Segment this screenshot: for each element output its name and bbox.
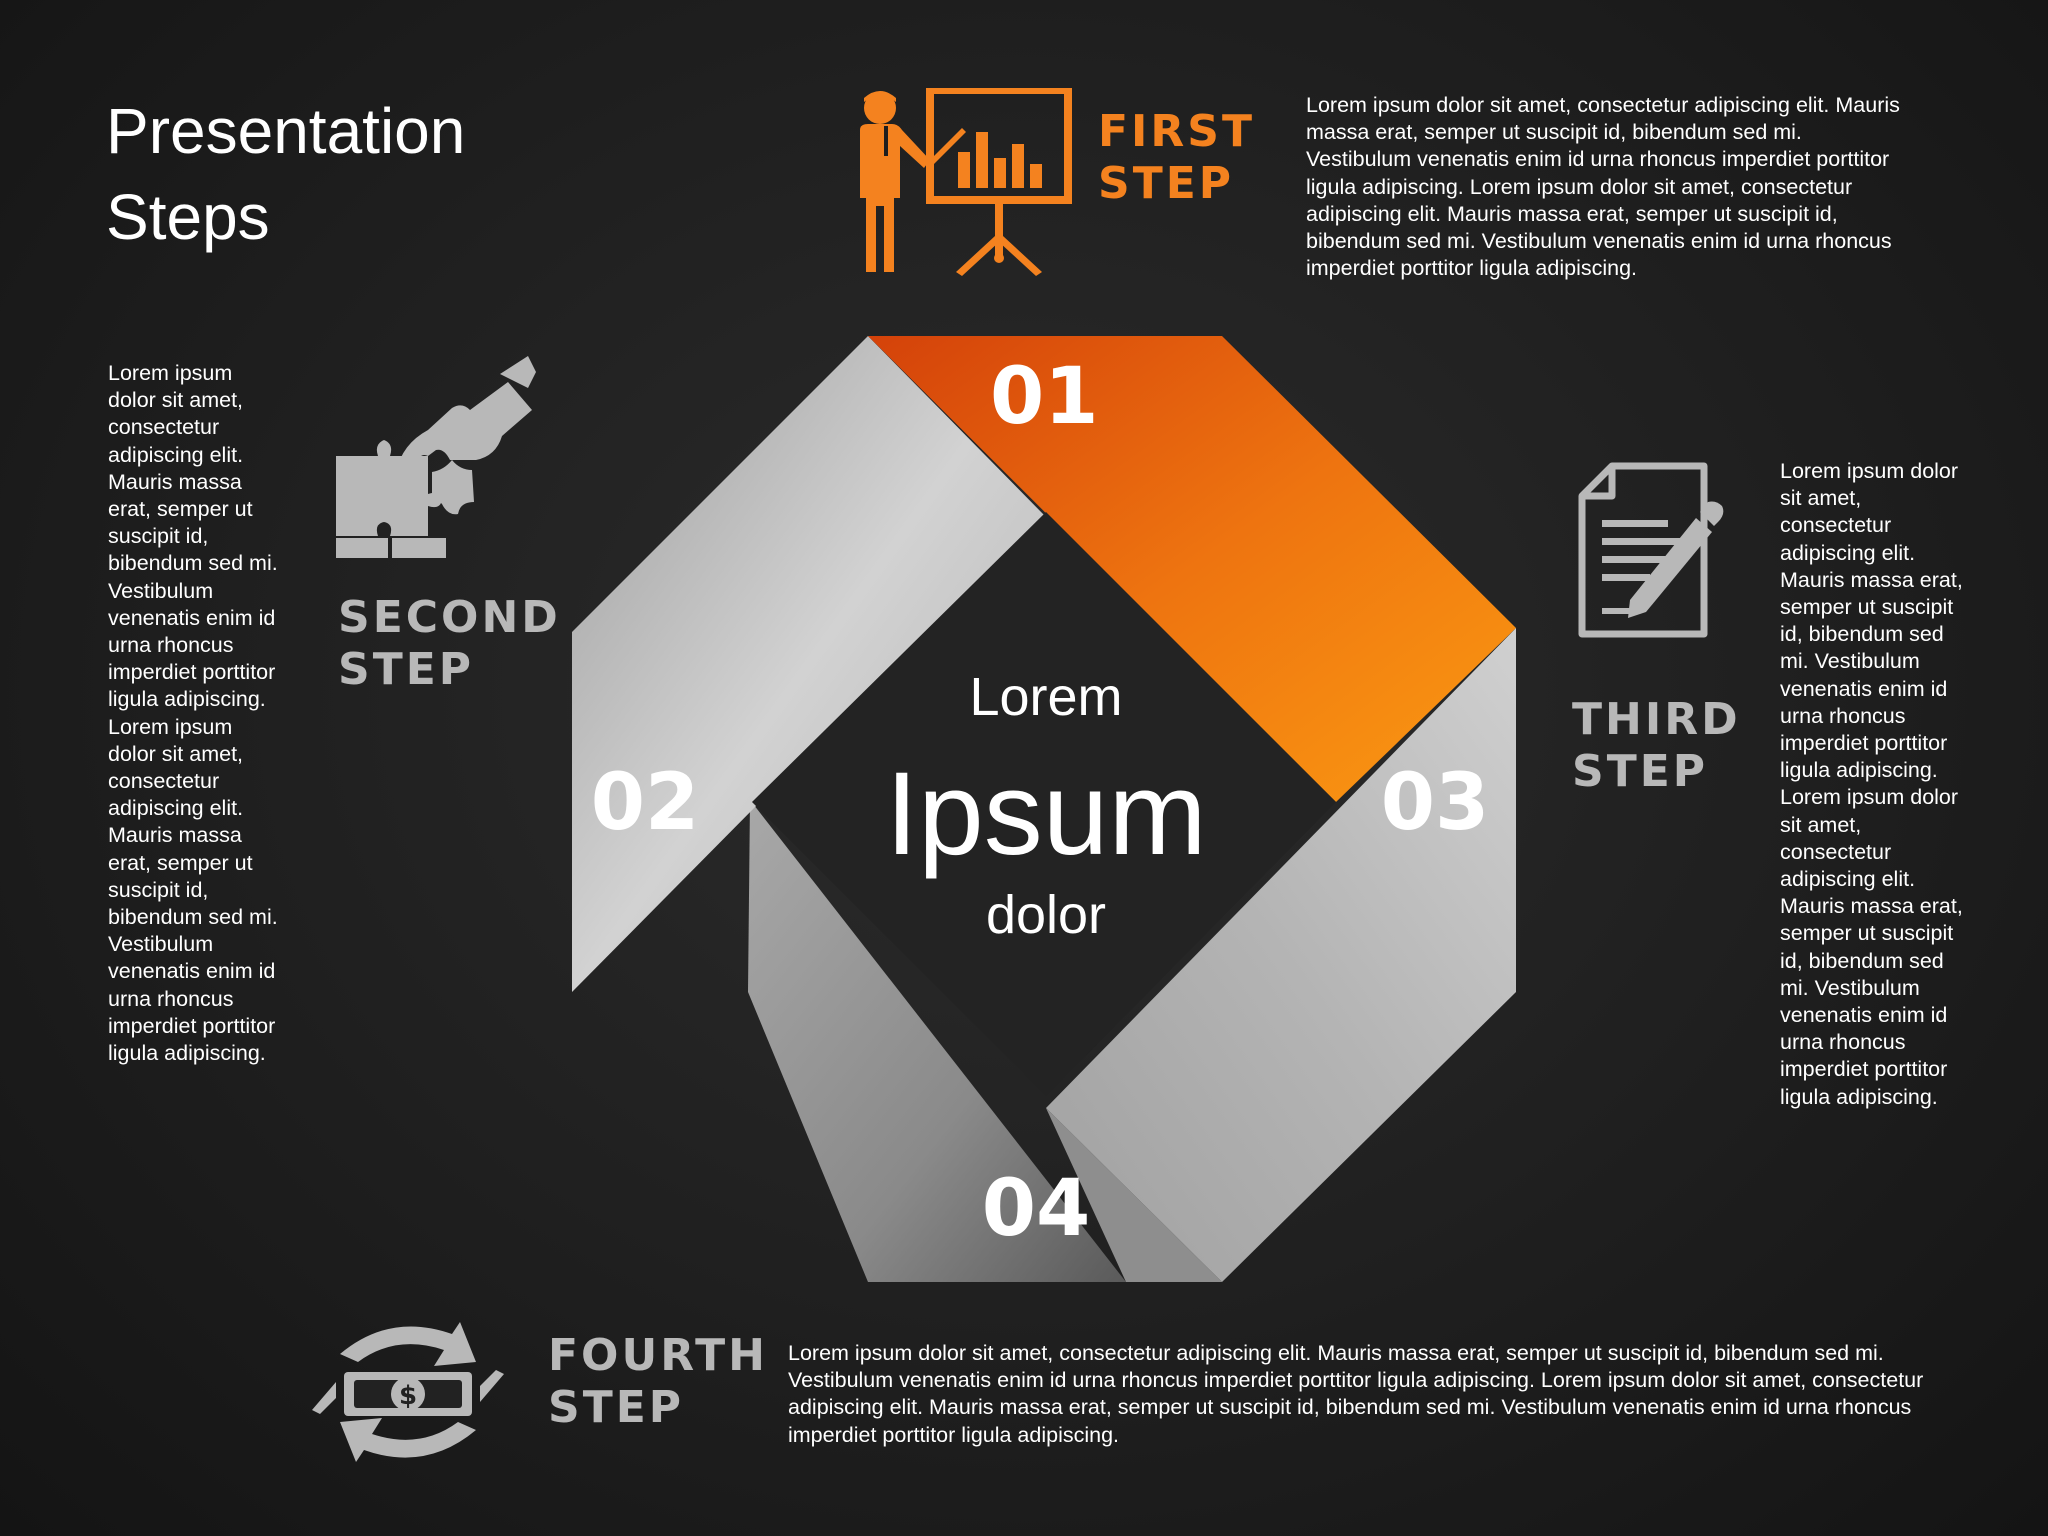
puzzle-hand-icon bbox=[332, 352, 536, 558]
ribbon-segment-02 bbox=[572, 336, 1044, 992]
fourth-step-text: Lorem ipsum dolor sit amet, consectetur … bbox=[788, 1341, 1924, 1447]
page-title: Presentation Steps bbox=[106, 95, 466, 253]
ribbon-segment-04-left bbox=[748, 800, 1126, 1282]
center-text-line3: dolor bbox=[985, 885, 1107, 945]
step-cycle-diagram bbox=[570, 330, 1520, 1295]
ribbon-segment-04-right bbox=[1046, 1108, 1222, 1282]
ribbon-segment-03 bbox=[1046, 628, 1516, 1282]
second-step-text: Lorem ipsum dolor sit amet, consectetur … bbox=[108, 361, 278, 1066]
ribbon-segment-01 bbox=[868, 336, 1516, 802]
step-number-02: 02 bbox=[590, 758, 700, 848]
center-text-line1: Lorem bbox=[969, 667, 1123, 727]
svg-text:$: $ bbox=[399, 1381, 417, 1411]
presenter-chart-icon bbox=[838, 86, 1074, 278]
money-exchange-icon: $ bbox=[300, 1318, 516, 1466]
step-number-03: 03 bbox=[1380, 758, 1490, 848]
document-pen-icon bbox=[1578, 462, 1728, 638]
first-step-text: Lorem ipsum dolor sit amet, consectetur … bbox=[1306, 93, 1900, 281]
center-text-line2: Ipsum bbox=[885, 748, 1207, 880]
step-number-01: 01 bbox=[990, 352, 1099, 442]
step-number-04: 04 bbox=[981, 1164, 1091, 1254]
first-step-label: FIRST STEP bbox=[1098, 106, 1256, 209]
third-step-label: THIRD STEP bbox=[1572, 694, 1741, 797]
third-step-text: Lorem ipsum dolor sit amet, consectetur … bbox=[1780, 459, 1963, 1109]
fourth-step-label: FOURTH STEP bbox=[548, 1330, 768, 1433]
center-square bbox=[752, 512, 1336, 1096]
second-step-label: SECOND STEP bbox=[338, 592, 561, 695]
